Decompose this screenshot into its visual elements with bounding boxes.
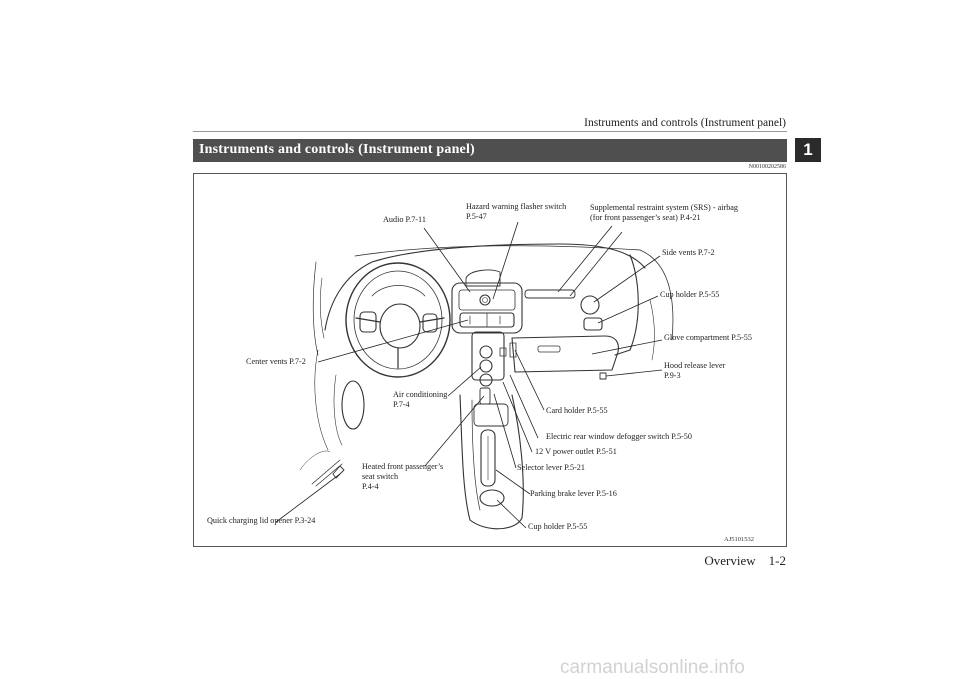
label-selector-lever: Selector lever P.5-21 [517, 463, 585, 472]
label-parking-brake-lever: Parking brake lever P.5-16 [530, 489, 617, 498]
glove-compartment [511, 335, 619, 373]
label-rear-window-defogger-switch: Electric rear window defogger switch P.5… [546, 432, 692, 441]
parking-brake [480, 429, 496, 487]
quick-charging-opener [311, 459, 343, 487]
label-card-holder: Card holder P.5-55 [546, 406, 608, 415]
dashboard-top-line [354, 245, 641, 257]
document-code: N00100202586 [748, 164, 786, 170]
header-rule [193, 131, 787, 132]
center-console [459, 394, 524, 530]
label-side-vents: Side vents P.7-2 [662, 248, 715, 257]
label-srs-airbag: Supplemental restraint system (SRS) - ai… [590, 203, 739, 222]
running-header: Instruments and controls (Instrument pan… [584, 117, 786, 129]
figure-code: AJ5101532 [724, 536, 754, 543]
page-footer: Overview 1-2 [600, 553, 786, 569]
selector-lever [479, 387, 491, 405]
label-hood-release-lever: Hood release lever P.9-3 [664, 361, 726, 380]
climate-panel [471, 331, 505, 381]
figure-frame [193, 173, 787, 547]
side-vent [580, 295, 600, 315]
passenger-airbag [524, 289, 576, 299]
center-stack [451, 282, 523, 334]
ac-knob-3 [479, 373, 493, 387]
section-title: Instruments and controls (Instrument pan… [199, 142, 475, 157]
leader-lines [275, 221, 663, 529]
section-title-bar [193, 139, 787, 162]
steering-hub [379, 303, 421, 349]
label-air-conditioning: Air conditioning P.7-4 [393, 390, 448, 409]
instrument-cluster [465, 269, 501, 287]
label-hazard-warning-flasher-switch: Hazard warning flasher switch P.5-47 [466, 202, 567, 221]
label-glove-compartment: Glove compartment P.5-55 [664, 333, 752, 342]
footer-page-number: 1-2 [768, 553, 786, 568]
audio-unit [458, 289, 516, 311]
dash-cup-holder [583, 317, 603, 331]
a-pillar-left [312, 261, 319, 356]
footer-section-name: Overview [704, 553, 756, 568]
hazard-switch [479, 294, 491, 306]
label-heated-seat-switch: Heated front passenger’s seat switch P.4… [362, 462, 444, 491]
steering-wheel [345, 262, 451, 378]
watermark: carmanualsonline.info [560, 657, 745, 678]
label-center-vents: Center vents P.7-2 [246, 357, 306, 366]
glove-handle [537, 345, 561, 353]
door-speaker [341, 380, 365, 430]
hood-release-lever [599, 372, 607, 380]
dash-right-side [614, 254, 639, 356]
label-cup-holder-dash: Cup holder P.5-55 [660, 290, 720, 299]
label-quick-charging-lid-opener: Quick charging lid opener P.3-24 [207, 516, 316, 525]
console-cup-holder [479, 489, 505, 507]
label-12v-power-outlet: 12 V power outlet P.5-51 [535, 447, 617, 456]
label-cup-holder-console: Cup holder P.5-55 [528, 522, 588, 531]
door-edge [639, 249, 674, 341]
chapter-tab: 1 [795, 138, 821, 162]
ac-knob-2 [479, 359, 493, 373]
ac-knob-1 [479, 345, 493, 359]
dashboard-outline [324, 243, 646, 331]
left-vent [359, 311, 377, 333]
label-audio: Audio P.7-11 [383, 215, 426, 224]
